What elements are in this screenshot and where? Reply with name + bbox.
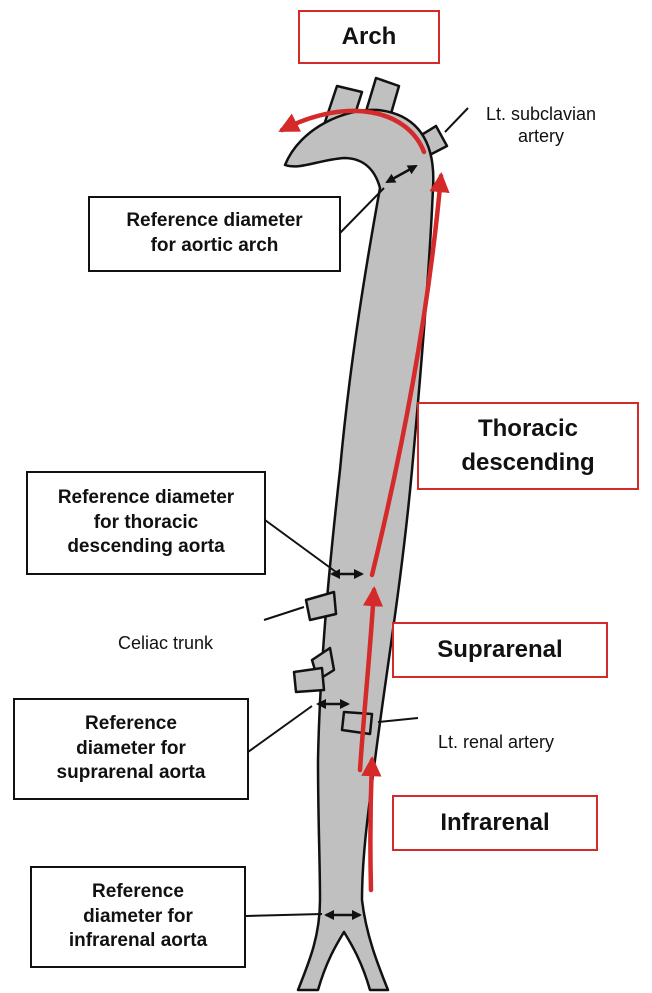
celiac-text: Celiac trunk xyxy=(118,633,213,653)
thoracic-region-label: Thoracic descending xyxy=(417,402,639,490)
subclavian-label: Lt. subclavian artery xyxy=(466,80,616,148)
suprarenal-reference-text: Reference diameter for suprarenal aorta xyxy=(57,712,206,786)
subclavian-leader xyxy=(445,108,468,132)
infrarenal-region-text: Infrarenal xyxy=(440,809,549,837)
mesenteric-branch-lower xyxy=(294,668,324,692)
renal-artery-branch xyxy=(342,712,372,734)
suprarenal-region-label: Suprarenal xyxy=(392,622,608,678)
thoracic-ref-leader xyxy=(265,520,336,572)
celiac-leader xyxy=(264,607,304,620)
infrarenal-reference-box: Reference diameter for infrarenal aorta xyxy=(30,866,246,968)
infrarenal-arrow xyxy=(370,760,372,890)
subclavian-text: Lt. subclavian artery xyxy=(486,104,596,147)
thoracic-reference-text: Reference diameter for thoracic descendi… xyxy=(58,486,234,560)
arch-reference-box: Reference diameter for aortic arch xyxy=(88,196,341,272)
arch-region-label: Arch xyxy=(298,10,440,64)
renal-label: Lt. renal artery xyxy=(438,708,608,753)
infrarenal-region-label: Infrarenal xyxy=(392,795,598,851)
suprarenal-reference-box: Reference diameter for suprarenal aorta xyxy=(13,698,249,800)
suprarenal-region-text: Suprarenal xyxy=(437,636,562,664)
renal-leader xyxy=(378,718,418,722)
arch-region-text: Arch xyxy=(342,23,397,51)
renal-text: Lt. renal artery xyxy=(438,732,554,752)
infrarenal-reference-text: Reference diameter for infrarenal aorta xyxy=(69,880,207,954)
arch-reference-text: Reference diameter for aortic arch xyxy=(126,209,302,258)
thoracic-reference-box: Reference diameter for thoracic descendi… xyxy=(26,471,266,575)
infrarenal-ref-leader xyxy=(246,914,322,916)
celiac-label: Celiac trunk xyxy=(118,609,268,654)
celiac-trunk-branch xyxy=(306,592,336,620)
suprarenal-ref-leader xyxy=(248,706,312,752)
thoracic-region-text: Thoracic descending xyxy=(461,412,594,479)
